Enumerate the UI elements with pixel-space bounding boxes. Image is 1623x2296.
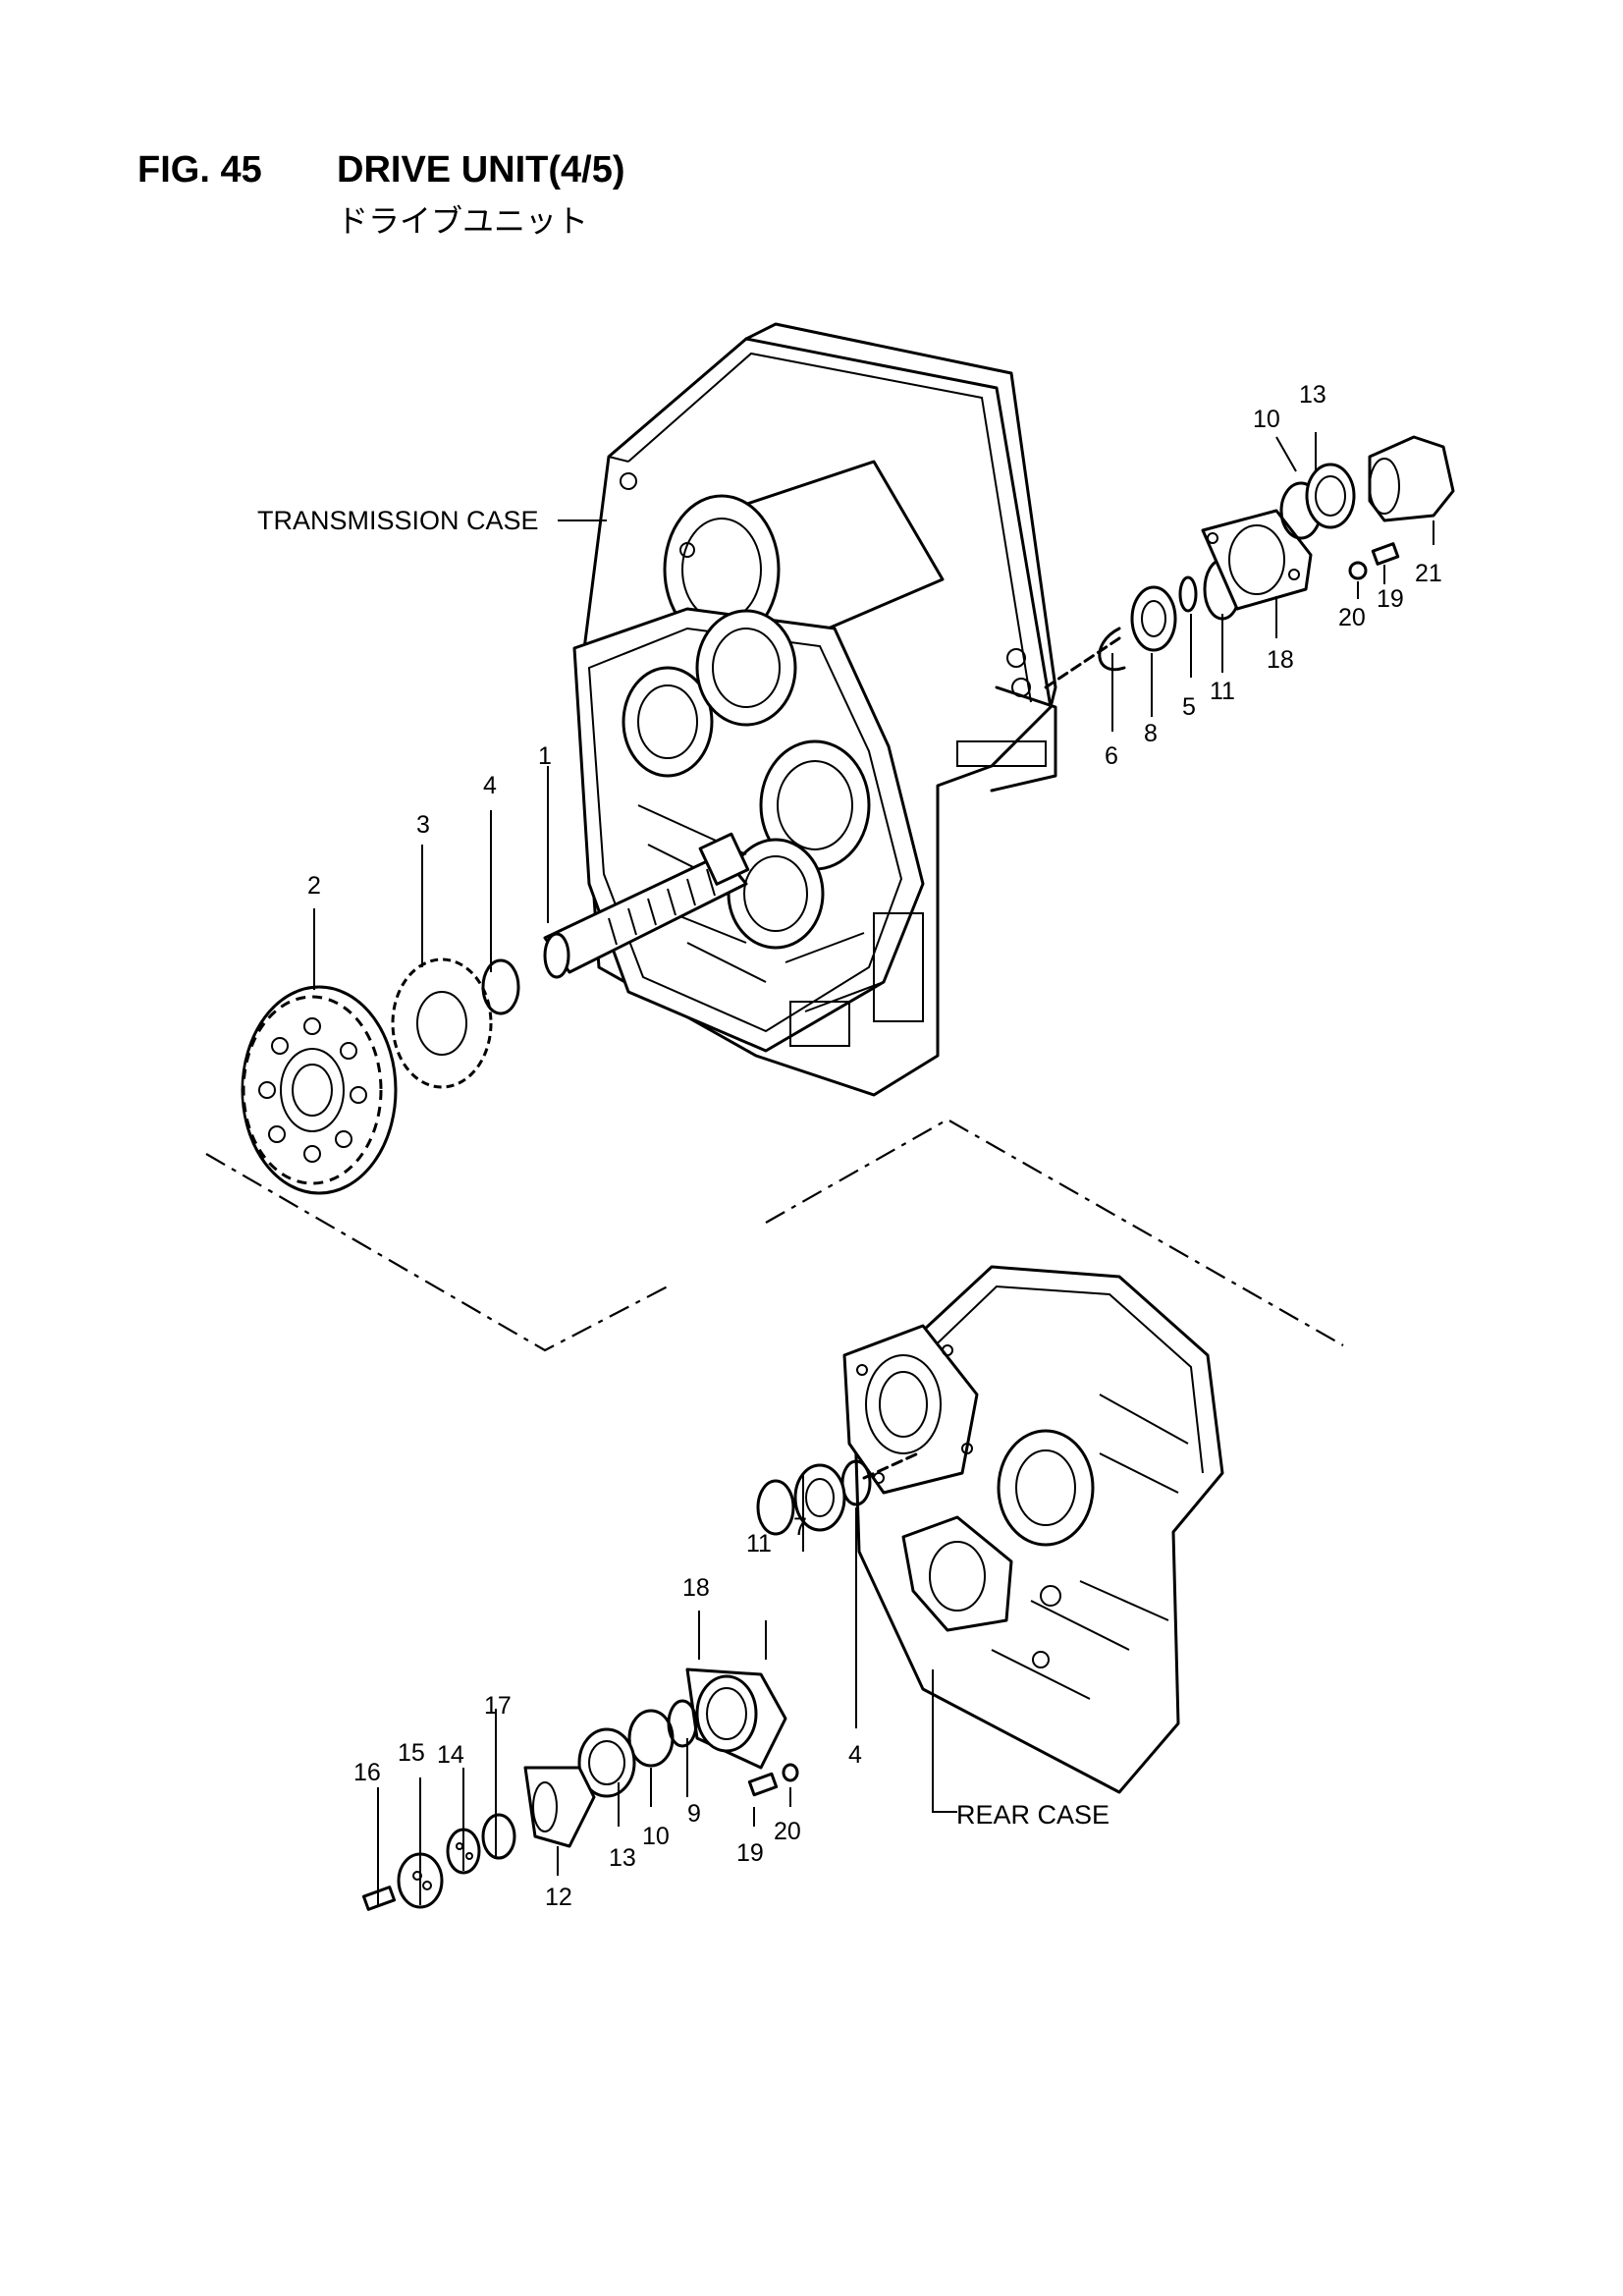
callout-lower-4: 4: [848, 1741, 862, 1769]
callout-upper-18: 18: [1267, 646, 1294, 674]
callout-upper-13: 13: [1299, 381, 1326, 409]
caption-transmission-case: TRANSMISSION CASE: [257, 506, 539, 535]
callout-upper-11: 11: [1210, 678, 1235, 705]
figure-subtitle: ドライブユニット: [337, 203, 589, 239]
callout-lower-12: 12: [545, 1884, 572, 1911]
callout-upper-20: 20: [1338, 604, 1366, 631]
shaft-part-1: [543, 832, 750, 979]
callout-upper-5: 5: [1182, 693, 1196, 721]
callout-lower-7: 7: [793, 1513, 807, 1541]
callout-upper-4: 4: [483, 772, 497, 799]
callout-lower-20: 20: [774, 1818, 801, 1845]
callout-upper-1: 1: [538, 742, 552, 770]
gear-part-3: [391, 957, 493, 1089]
callout-lower-14: 14: [437, 1741, 464, 1769]
callout-lower-18: 18: [682, 1574, 710, 1602]
callout-upper-3: 3: [416, 811, 430, 839]
callout-lower-19: 19: [736, 1839, 764, 1867]
snap-ring-part-4: [481, 958, 520, 1015]
gear-part-2: [241, 985, 398, 1195]
callout-upper-2: 2: [307, 872, 321, 900]
rear-case-drawing: [842, 1265, 1224, 1794]
callout-upper-21: 21: [1415, 560, 1442, 587]
callout-lower-17: 17: [484, 1692, 512, 1720]
callout-upper-6: 6: [1105, 742, 1118, 770]
callout-lower-10: 10: [642, 1823, 670, 1850]
figure-number: FIG. 45: [137, 149, 262, 191]
caption-rear-case: REAR CASE: [956, 1800, 1109, 1830]
bearing-group-upper: [1098, 435, 1455, 672]
callout-upper-19: 19: [1377, 585, 1404, 613]
callout-lower-15: 15: [398, 1739, 425, 1767]
callout-lower-13: 13: [609, 1844, 636, 1872]
callout-lower-11: 11: [746, 1530, 772, 1558]
callout-lower-9: 9: [687, 1800, 701, 1828]
callout-lower-16: 16: [353, 1759, 381, 1786]
callout-upper-10: 10: [1253, 406, 1280, 433]
callout-upper-8: 8: [1144, 720, 1158, 747]
figure-title: DRIVE UNIT(4/5): [337, 149, 625, 191]
transmission-case-drawing: [572, 322, 1057, 1097]
